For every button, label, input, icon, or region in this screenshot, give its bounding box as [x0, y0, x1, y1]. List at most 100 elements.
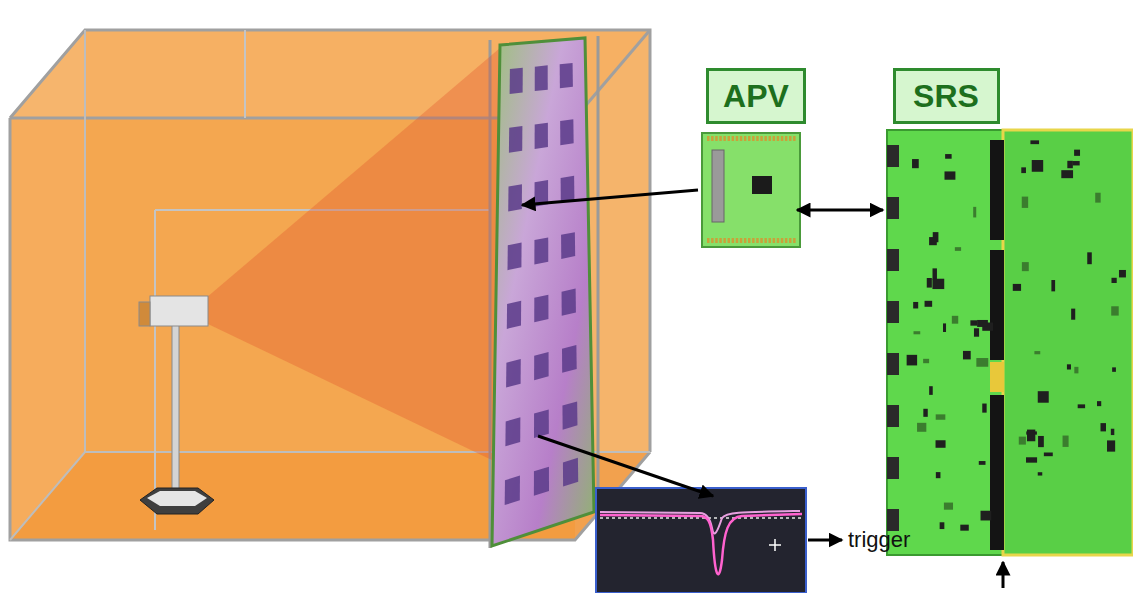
srs-board	[1013, 284, 1021, 291]
apv-board	[744, 136, 747, 141]
srs-board	[1074, 150, 1080, 156]
apv-board	[756, 238, 759, 243]
detector-panel	[560, 119, 574, 145]
srs-board	[914, 331, 921, 334]
light-source	[150, 296, 208, 326]
detector-panel	[506, 359, 521, 388]
leader-arrows	[808, 539, 842, 542]
apv-board	[793, 136, 796, 141]
apv-board	[789, 136, 792, 141]
srs-board	[979, 461, 986, 465]
apv-board	[769, 136, 772, 141]
srs-board	[1061, 170, 1073, 178]
srs-board	[925, 301, 933, 307]
detector-panel	[505, 417, 520, 446]
srs-board	[952, 316, 958, 324]
srs-board	[929, 237, 937, 245]
apv-board	[760, 238, 763, 243]
apv-board	[785, 238, 788, 243]
leader-arrows	[522, 190, 1003, 588]
apv-board	[740, 136, 743, 141]
detector-panel	[492, 38, 594, 546]
apv-board	[744, 238, 747, 243]
srs-board	[929, 386, 933, 395]
srs-board	[1003, 130, 1133, 555]
signal-label: trigger	[848, 527, 910, 553]
apv-board	[732, 238, 735, 243]
srs-board	[887, 457, 899, 479]
srs-board	[990, 250, 1004, 360]
apv-board	[728, 238, 731, 243]
scope-screenshot	[600, 517, 802, 519]
apv-board	[711, 238, 714, 243]
detector-panel	[563, 458, 578, 487]
srs-board	[936, 440, 946, 448]
enclosure-frame	[84, 30, 86, 452]
srs-board	[1111, 278, 1116, 283]
detector-panel	[505, 476, 520, 505]
srs-board	[1030, 140, 1039, 144]
detector-panel	[492, 38, 594, 546]
apv-board	[719, 238, 722, 243]
srs-board	[932, 279, 944, 289]
srs-board	[1074, 367, 1078, 374]
apv-board	[702, 133, 800, 247]
apv-board	[752, 136, 755, 141]
srs-board	[933, 268, 937, 279]
enclosure-frame	[10, 30, 650, 548]
apv-board	[707, 238, 710, 243]
detector-panel	[562, 401, 577, 429]
detector-panel	[534, 237, 548, 264]
srs-board	[944, 503, 953, 510]
srs-board	[1034, 351, 1040, 354]
srs-board	[1112, 367, 1116, 371]
apv-board	[752, 238, 755, 243]
detector-panel	[561, 176, 575, 202]
apv-board	[740, 238, 743, 243]
srs-board	[1021, 167, 1026, 173]
apv-board	[760, 136, 763, 141]
srs-board	[1044, 453, 1053, 457]
detector-panel	[535, 65, 548, 91]
srs-board	[944, 171, 955, 179]
srs-board	[936, 414, 946, 419]
apv-board	[756, 136, 759, 141]
detector-panel	[534, 295, 548, 323]
srs-board	[887, 301, 899, 323]
apv-board	[702, 133, 800, 247]
detector-panel	[562, 289, 576, 316]
srs-board	[1073, 161, 1080, 165]
enclosure-frame	[154, 210, 156, 530]
srs-board	[1063, 436, 1069, 447]
srs-board	[945, 154, 952, 159]
detector-panel	[562, 345, 577, 373]
srs-board	[1027, 430, 1035, 442]
detector-panel	[560, 63, 573, 88]
srs-board	[1051, 280, 1055, 291]
apv-board	[723, 238, 726, 243]
detector-panel	[508, 184, 522, 211]
srs-board	[990, 140, 1004, 240]
leader-arrows	[797, 209, 883, 212]
srs-board	[963, 351, 971, 359]
srs-board	[970, 320, 977, 325]
leader-arrows	[538, 436, 713, 496]
leader-arrows	[522, 190, 698, 205]
srs-board	[907, 355, 917, 366]
apv-board	[781, 136, 784, 141]
apv-board	[764, 136, 767, 141]
srs-board	[913, 302, 918, 309]
scope-screenshot	[596, 488, 806, 593]
detector-panel	[561, 232, 575, 259]
scope-screenshot	[774, 539, 776, 551]
srs-board	[976, 358, 988, 367]
srs-board	[887, 130, 1005, 555]
detector-panel	[535, 123, 548, 149]
apv-board	[777, 238, 780, 243]
srs-board	[982, 404, 986, 413]
srs-board	[887, 197, 899, 219]
srs-board	[1022, 197, 1028, 208]
srs-board	[936, 472, 941, 478]
srs-board	[1067, 161, 1073, 168]
